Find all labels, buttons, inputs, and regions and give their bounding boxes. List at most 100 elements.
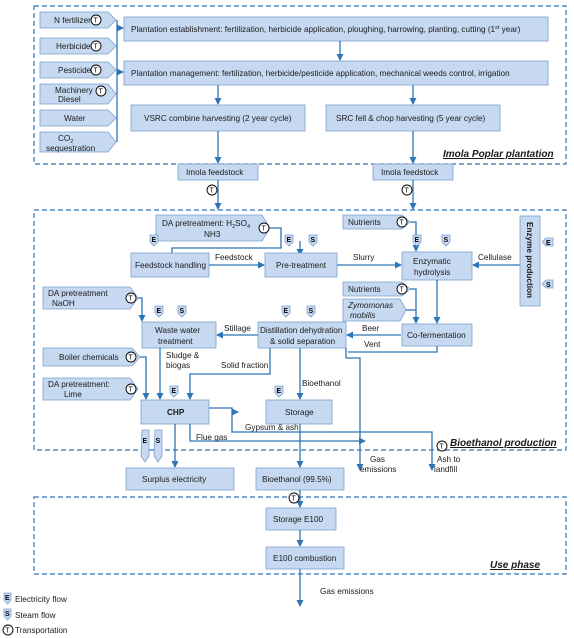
svg-text:Storage: Storage: [285, 408, 314, 417]
slurry-flow-label: Slurry: [353, 253, 375, 262]
svg-text:T: T: [210, 188, 215, 195]
flow-line: [171, 227, 282, 258]
electricity-marker: E: [541, 237, 554, 247]
svg-text:Imola feedstock: Imola feedstock: [186, 168, 244, 177]
input-water: Water: [39, 109, 117, 127]
biogas-flow-label: biogas: [166, 361, 190, 370]
steam-marker: S: [306, 305, 316, 318]
transport-icon: T: [125, 351, 137, 363]
gas-emissions-label: Gas: [370, 455, 385, 464]
svg-text:E: E: [287, 237, 292, 244]
use-phase-section-label: Use phase: [490, 560, 540, 571]
transport-icon: T: [436, 440, 448, 452]
svg-text:CO2: CO2: [58, 134, 73, 145]
e100-combustion-box: E100 combustion: [265, 546, 345, 570]
svg-text:treatment: treatment: [158, 337, 193, 346]
svg-text:E: E: [172, 388, 177, 395]
svg-text:Machinery: Machinery: [55, 86, 94, 95]
svg-text:E: E: [415, 237, 420, 244]
svg-text:T: T: [94, 68, 99, 75]
svg-text:mobilis: mobilis: [350, 311, 375, 320]
transport-icon: T: [206, 184, 218, 196]
svg-text:T: T: [99, 89, 104, 96]
svg-text:E: E: [5, 595, 10, 602]
waste-water-treatment-box: Waste water treatment: [141, 321, 217, 349]
flow-arrow: [345, 348, 364, 471]
svg-text:Surplus electricity: Surplus electricity: [142, 475, 207, 484]
feedstock-flow-label: Feedstock: [215, 253, 254, 262]
flow-arrow: [186, 348, 271, 400]
svg-text:Plantation establishment: fert: Plantation establishment: fertilization,…: [131, 25, 521, 34]
feedstock-handling-box: Feedstock handling: [130, 252, 210, 278]
svg-text:CHP: CHP: [167, 408, 185, 417]
svg-text:E: E: [143, 438, 148, 445]
svg-text:sequestration: sequestration: [46, 144, 96, 153]
chp-box: CHP: [140, 399, 210, 425]
svg-text:E: E: [277, 388, 282, 395]
input-pesticide: Pesticide: [39, 61, 117, 79]
flow-arrow: [189, 424, 366, 445]
svg-text:S: S: [180, 308, 185, 315]
svg-text:NH3: NH3: [204, 230, 221, 239]
bioethanol-flow-label: Bioethanol: [302, 379, 341, 388]
transport-icon: T: [90, 14, 102, 26]
final-gas-emissions-label: Gas emissions: [320, 587, 374, 596]
bioethanol-section-label: Bioethanol production: [450, 438, 557, 449]
svg-text:Boiler chemicals: Boiler chemicals: [59, 353, 119, 362]
svg-text:Transportation: Transportation: [15, 626, 68, 635]
electricity-marker: E: [149, 234, 159, 247]
svg-text:S: S: [311, 237, 316, 244]
svg-text:S: S: [444, 237, 449, 244]
co-fermentation-box: Co-fermentation: [401, 323, 473, 347]
svg-text:E: E: [157, 308, 162, 315]
transport-icon: T: [90, 40, 102, 52]
svg-text:Bioethanol (99.5%): Bioethanol (99.5%): [262, 475, 332, 484]
svg-text:Herbicide: Herbicide: [56, 42, 91, 51]
gas-emissions-label-2: emissions: [360, 465, 396, 474]
transport-icon: T: [90, 64, 102, 76]
transport-icon: T: [401, 184, 413, 196]
svg-text:Nutrients: Nutrients: [348, 285, 381, 294]
steam-marker: S: [541, 279, 554, 289]
plantation-section-frame: [33, 5, 567, 165]
input-co2-sequestration: CO2 sequestration: [39, 131, 117, 153]
flow-arrow: [209, 407, 436, 471]
storage-e100-box: Storage E100: [265, 507, 337, 531]
svg-text:Imola feedstock: Imola feedstock: [381, 168, 439, 177]
transport-icon: T: [396, 216, 408, 228]
gypsum-flow-label: Gypsum & ash: [245, 423, 299, 432]
src-harvesting-box: SRC fell & chop harvesting (5 year cycle…: [325, 104, 501, 132]
plantation-establishment-box: Plantation establishment: fertilization,…: [123, 16, 549, 42]
enzyme-production-box: Enzyme production: [519, 215, 541, 307]
beer-flow-label: Beer: [362, 324, 380, 333]
electricity-marker: E: [412, 234, 422, 247]
svg-text:Diesel: Diesel: [58, 95, 81, 104]
distillation-box: Distillation dehydration & solid separat…: [257, 321, 347, 349]
input-da-h2so4: DA pretreatment: H2SO4 NH3: [155, 214, 271, 242]
svg-text:Waste water: Waste water: [155, 326, 200, 335]
enzymatic-hydrolysis-box: Enzymatic hydrolysis: [401, 251, 473, 281]
input-n-fertilizer: N fertilizer: [39, 11, 117, 29]
storage-box: Storage: [265, 399, 333, 425]
solid-fraction-label: Solid fraction: [221, 361, 269, 370]
input-da-naoh: DA pretreatment NaOH: [42, 286, 139, 310]
electricity-marker: E: [281, 305, 291, 318]
svg-text:S: S: [309, 308, 314, 315]
svg-text:hydrolysis: hydrolysis: [414, 268, 450, 277]
svg-text:T: T: [400, 287, 405, 294]
flow-line: [348, 346, 438, 353]
electricity-marker: E: [154, 305, 164, 318]
svg-text:T: T: [405, 188, 410, 195]
legend-steam: S Steam flow: [3, 608, 56, 621]
svg-text:E: E: [284, 308, 289, 315]
plantation-management-box: Plantation management: fertilization, he…: [123, 60, 549, 86]
steam-marker: S: [308, 234, 318, 247]
plantation-section-label: Imola Poplar plantation: [443, 149, 554, 160]
ash-landfill-label-2: landfill: [434, 465, 457, 474]
input-boiler-chemicals: Boiler chemicals: [42, 347, 141, 367]
svg-text:SRC fell & chop harvesting (5: SRC fell & chop harvesting (5 year cycle…: [336, 114, 486, 123]
svg-text:S: S: [546, 282, 551, 289]
svg-text:Nutrients: Nutrients: [348, 218, 381, 227]
svg-text:Zymomonas: Zymomonas: [347, 301, 393, 310]
ash-landfill-label: Ash to: [437, 455, 461, 464]
